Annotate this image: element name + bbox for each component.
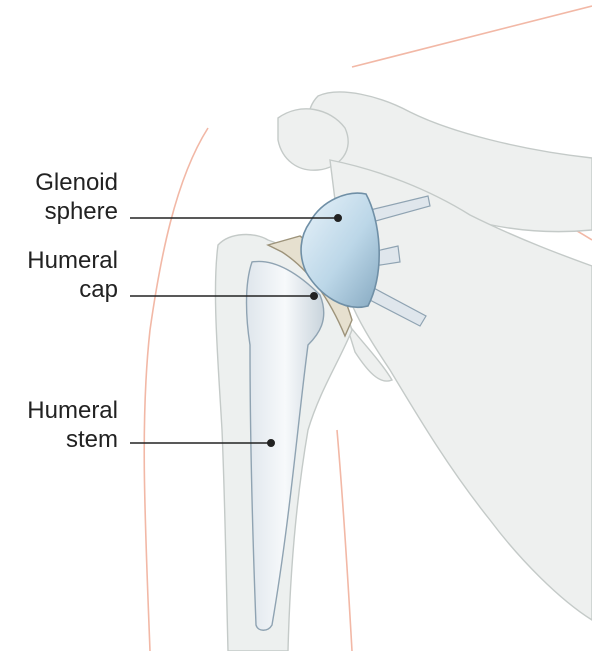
label-humeral-cap: Humeral cap — [0, 246, 118, 304]
label-humeral-stem-line2: stem — [0, 425, 118, 454]
label-humeral-cap-line2: cap — [0, 275, 118, 304]
label-glenoid-sphere-line2: sphere — [0, 197, 118, 226]
label-humeral-stem: Humeral stem — [0, 396, 118, 454]
label-glenoid-sphere: Glenoid sphere — [0, 168, 118, 226]
label-humeral-stem-line1: Humeral — [0, 396, 118, 425]
label-glenoid-sphere-line1: Glenoid — [0, 168, 118, 197]
label-humeral-cap-line1: Humeral — [0, 246, 118, 275]
